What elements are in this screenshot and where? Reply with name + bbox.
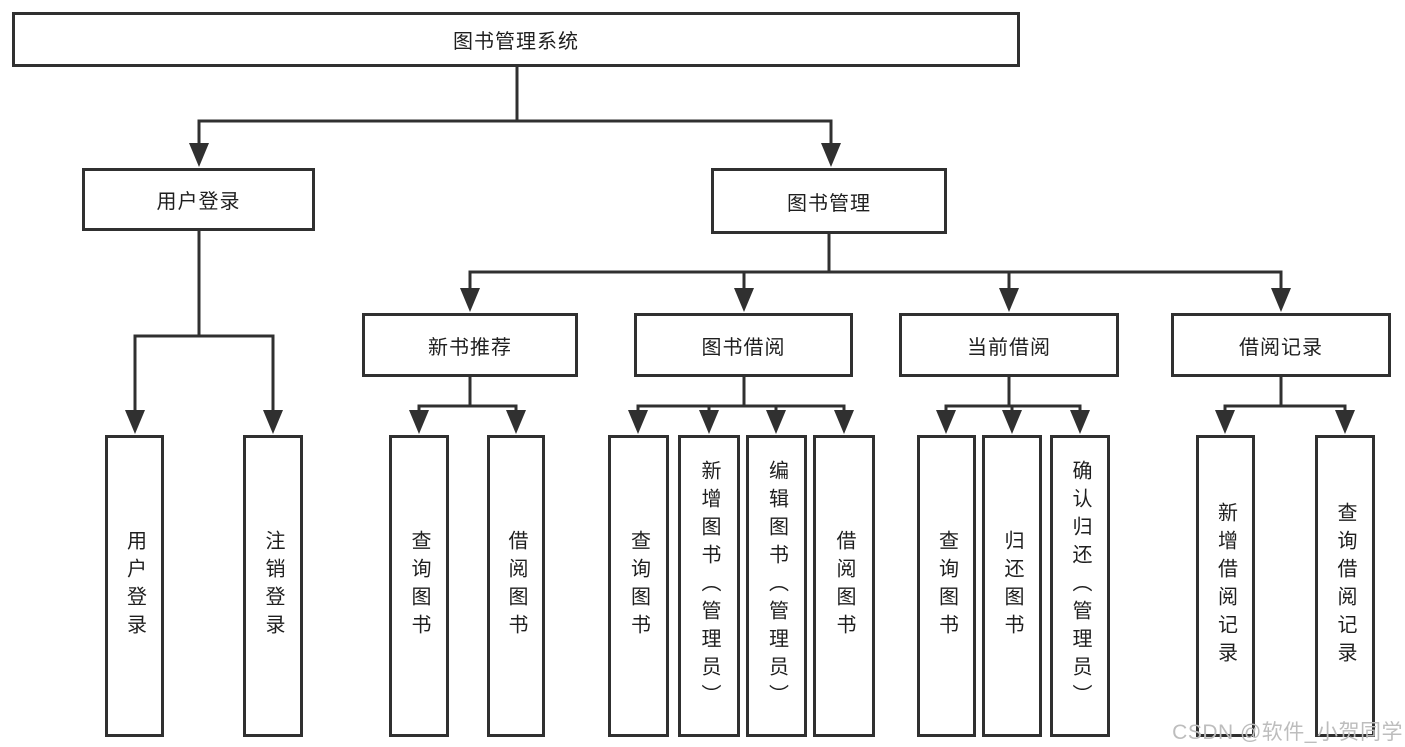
connector-user-login	[133, 230, 275, 413]
leaf-query-books-current: 查询图书	[917, 435, 976, 737]
node-label: 新书推荐	[428, 336, 512, 359]
arrow-down-icon	[1002, 410, 1022, 434]
leaf-label: 借阅图书	[833, 530, 855, 642]
connector-new-book	[417, 376, 518, 414]
leaf-query-books-recommend: 查询图书	[389, 435, 449, 737]
leaf-label: 注销登录	[262, 530, 284, 642]
arrow-down-icon	[834, 410, 854, 434]
watermark: CSDN @软件_小贺同学	[1172, 721, 1403, 744]
leaf-query-borrow-record: 查询借阅记录	[1315, 435, 1375, 737]
leaf-borrow-books-recommend: 借阅图书	[487, 435, 545, 737]
arrow-down-icon	[936, 410, 956, 434]
leaf-label: 编辑图书（管理员）	[765, 460, 788, 712]
node-label: 图书管理系统	[453, 31, 579, 53]
arrow-down-icon	[125, 410, 145, 434]
leaf-label: 查询借阅记录	[1334, 502, 1356, 670]
leaf-label: 借阅图书	[505, 530, 527, 642]
leaf-label: 归还图书	[1001, 530, 1023, 642]
arrow-down-icon	[734, 288, 754, 312]
node-library-management-system: 图书管理系统	[12, 12, 1020, 67]
node-label: 当前借阅	[967, 336, 1051, 359]
arrow-down-icon	[821, 143, 841, 167]
arrow-down-icon	[1215, 410, 1235, 434]
leaf-label: 用户登录	[123, 530, 146, 642]
arrow-down-icon	[460, 288, 480, 312]
node-label: 借阅记录	[1239, 336, 1323, 359]
leaf-confirm-return-admin: 确认归还（管理员）	[1050, 435, 1110, 737]
node-user-login: 用户登录	[82, 168, 315, 231]
leaf-query-books-borrowing: 查询图书	[608, 435, 669, 737]
connector-book-management	[468, 233, 1283, 292]
connector-root	[197, 67, 833, 147]
leaf-label: 新增借阅记录	[1214, 502, 1237, 670]
node-label: 图书管理	[787, 192, 871, 215]
arrow-down-icon	[628, 410, 648, 434]
leaf-return-books: 归还图书	[982, 435, 1042, 737]
arrow-down-icon	[699, 410, 719, 434]
leaf-label: 新增图书（管理员）	[698, 460, 720, 712]
node-book-borrowing: 图书借阅	[634, 313, 853, 377]
leaf-add-borrow-record: 新增借阅记录	[1196, 435, 1255, 737]
arrow-down-icon	[999, 288, 1019, 312]
arrow-down-icon	[189, 143, 209, 167]
leaf-logout-login: 注销登录	[243, 435, 303, 737]
arrow-down-icon	[1335, 410, 1355, 434]
leaf-label: 查询图书	[935, 530, 958, 642]
connector-current	[944, 376, 1082, 414]
leaf-label: 查询图书	[408, 530, 430, 642]
arrow-down-icon	[1070, 410, 1090, 434]
arrow-down-icon	[409, 410, 429, 434]
leaf-borrow-books-borrowing: 借阅图书	[813, 435, 875, 737]
leaf-label: 确认归还（管理员）	[1069, 460, 1091, 712]
connector-records	[1223, 376, 1347, 414]
leaf-user-login: 用户登录	[105, 435, 164, 737]
node-current-borrowing: 当前借阅	[899, 313, 1119, 377]
node-borrowing-records: 借阅记录	[1171, 313, 1391, 377]
node-label: 用户登录	[156, 191, 241, 213]
node-book-management: 图书管理	[711, 168, 947, 234]
leaf-add-books-admin: 新增图书（管理员）	[678, 435, 740, 737]
arrow-down-icon	[766, 410, 786, 434]
connector-borrowing	[636, 376, 846, 414]
leaf-edit-books-admin: 编辑图书（管理员）	[746, 435, 807, 737]
arrow-down-icon	[1271, 288, 1291, 312]
node-new-book-recommendation: 新书推荐	[362, 313, 578, 377]
arrow-down-icon	[263, 410, 283, 434]
node-label: 图书借阅	[701, 336, 786, 359]
leaf-label: 查询图书	[627, 530, 650, 642]
arrow-down-icon	[506, 410, 526, 434]
